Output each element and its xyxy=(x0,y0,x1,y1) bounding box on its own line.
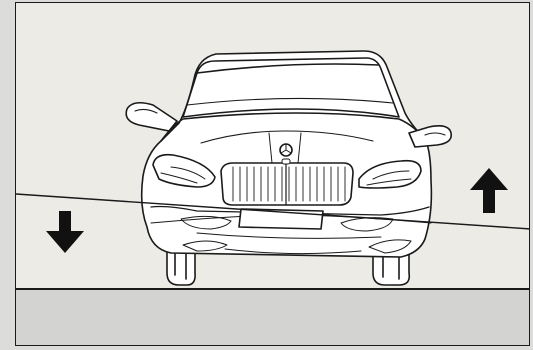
car-windshield xyxy=(182,57,400,118)
down-arrow-icon xyxy=(46,211,84,253)
car-grille xyxy=(220,162,354,206)
grille-slats xyxy=(232,166,346,202)
right-mirror xyxy=(408,125,453,148)
car-illustration xyxy=(16,50,529,286)
car-emblem-icon xyxy=(279,143,293,165)
tilt-line xyxy=(16,193,529,230)
left-headlight xyxy=(152,153,216,188)
car-hood xyxy=(160,112,426,142)
up-arrow-icon xyxy=(470,168,508,213)
left-mirror xyxy=(125,101,178,132)
illustration-panel xyxy=(15,2,530,346)
ground-strip xyxy=(16,288,529,345)
right-headlight xyxy=(358,159,422,189)
